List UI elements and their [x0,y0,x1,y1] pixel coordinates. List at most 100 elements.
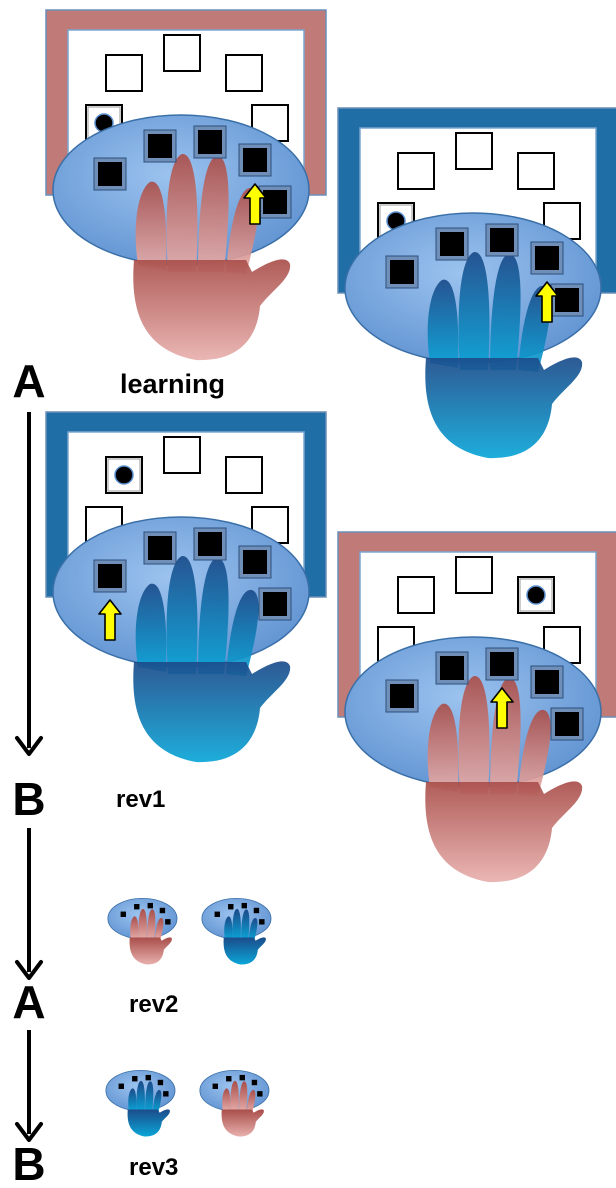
response-key [147,902,153,909]
finger [136,1080,145,1113]
press-arrow [535,281,559,323]
target-dot [526,585,546,605]
finger [198,557,229,674]
finger [130,916,139,941]
finger [427,279,459,368]
phase-letter: B [12,773,45,825]
finger [138,908,147,941]
response-key [241,902,247,909]
press-arrow [490,687,514,729]
phase-letter: B [12,1138,45,1183]
phase-label-learning: learning [120,369,225,399]
red-hand [221,1080,264,1137]
timeline-arrow [15,828,43,980]
response-key [159,907,166,914]
response-key [134,904,140,910]
finger [246,1090,256,1114]
finger [239,1081,248,1113]
response-key [214,911,220,917]
mini-hands [105,897,272,1137]
palm [133,661,291,763]
response-key [485,223,519,257]
response-key [93,157,127,191]
finger [135,181,167,270]
target-square [455,132,493,170]
target-square [517,152,555,190]
finger [226,589,259,676]
response-key [120,911,126,917]
target-square [455,556,493,594]
finger [518,709,551,796]
finger [135,583,167,672]
finger [490,253,521,370]
blue-hand [133,555,291,763]
palm [127,1109,170,1137]
finger [198,155,229,272]
phase-label-rev1: rev1 [116,786,165,813]
response-key [145,1074,151,1081]
finger [224,916,233,941]
finger [232,908,241,941]
response-key [550,283,584,317]
response-key [253,907,260,914]
response-key [165,919,171,925]
target-square [105,456,143,494]
red-hand [133,153,291,361]
target-square [397,152,435,190]
target-dot [114,465,134,485]
timeline [15,412,43,1142]
response-key [132,1076,138,1082]
panel-rev1-blue [45,411,327,763]
target-square [225,54,263,92]
finger [166,153,198,272]
finger [241,909,250,941]
finger [152,1090,162,1114]
finger [458,251,490,370]
panel-learning-red [45,9,327,361]
timeline-arrow [15,1030,43,1142]
response-key [258,587,292,621]
finger [248,918,258,942]
response-key [212,1083,218,1089]
timeline-arrow [15,412,43,756]
red-hand [129,908,172,965]
palm [425,357,583,459]
response-key [385,679,419,713]
palm [129,937,172,965]
response-key [257,1091,263,1097]
finger [458,675,490,794]
response-key [193,125,227,159]
response-key [228,904,234,910]
blue-hand [223,908,266,965]
finger [166,555,198,674]
phase-label-rev3: rev3 [129,1154,178,1181]
finger [128,1088,137,1113]
response-key [259,919,265,925]
mini-hand-rev3-red [199,1069,270,1137]
target-square [163,34,201,72]
mini-hand-rev2-red [107,897,178,965]
phase-letter: A [12,355,45,407]
finger [230,1080,239,1113]
target-square [225,456,263,494]
finger [154,918,164,942]
mini-hand-rev2-blue [201,897,272,965]
panels [45,9,616,883]
press-arrow [243,183,267,225]
mini-hand-rev3-blue [105,1069,176,1137]
response-key [93,559,127,593]
panel-learning-blue [337,107,616,459]
response-key [530,241,564,275]
response-key [385,255,419,289]
target-square [105,54,143,92]
finger [145,1081,154,1113]
response-key [143,129,177,163]
blue-hand [127,1080,170,1137]
target-square [163,436,201,474]
response-key [163,1091,169,1097]
finger [427,703,459,792]
palm [425,781,583,883]
response-key [258,185,292,219]
